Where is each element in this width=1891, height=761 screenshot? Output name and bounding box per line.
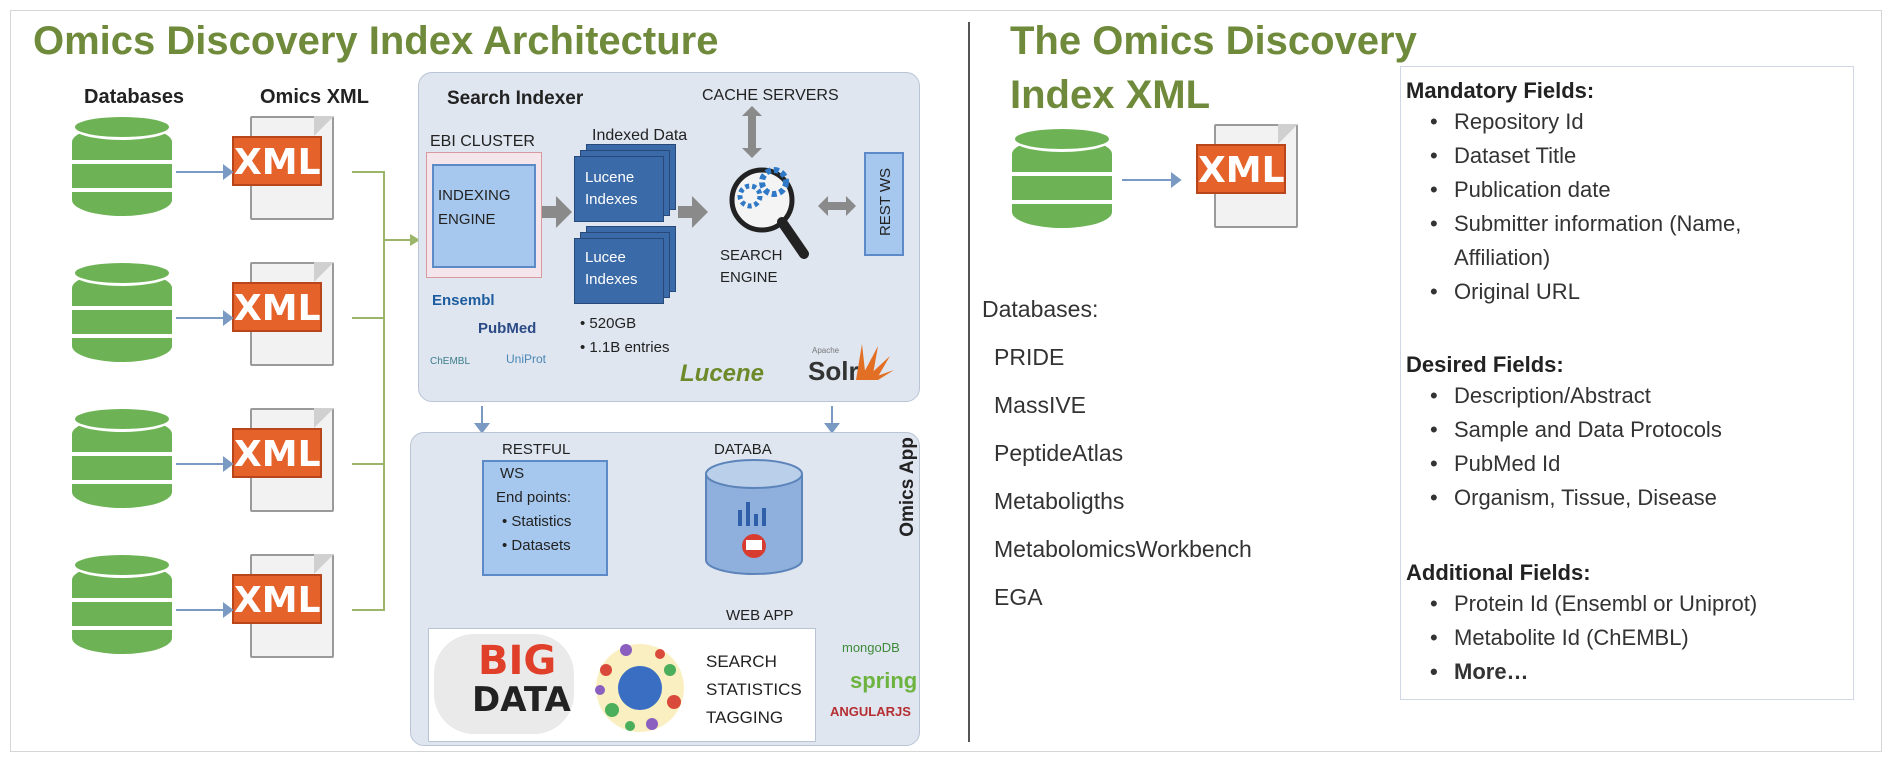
databases-column-header: Databases — [84, 86, 185, 108]
indexing-engine-label-2: ENGINE — [438, 211, 496, 228]
bubble-cluster-icon — [595, 644, 684, 732]
lucene-index-stack — [574, 156, 664, 222]
xml-document-icon: XML — [232, 408, 336, 516]
endpoint-statistics: • Statistics — [502, 513, 572, 530]
field-item: •Dataset Title — [1430, 143, 1577, 168]
index-size-label: • 520GB — [580, 315, 637, 332]
field-item: •PubMed Id — [1430, 451, 1561, 476]
database-name: PRIDE — [994, 344, 1065, 370]
xml-section-title-line1: The Omics Discovery — [1010, 19, 1417, 63]
lucee-index-stack — [574, 238, 664, 304]
database-name: PeptideAtlas — [994, 440, 1124, 466]
mongodb-logo: mongoDB — [842, 640, 900, 655]
search-engine-label-2: ENGINE — [720, 269, 778, 286]
xml-section-title-line2: Index XML — [1010, 73, 1211, 117]
endpoints-label: End points: — [496, 489, 572, 506]
database-label-1: DATABA — [714, 441, 772, 458]
database-name: EGA — [994, 584, 1043, 610]
database-cylinder-icon — [705, 459, 803, 575]
field-item: •Organism, Tissue, Disease — [1430, 485, 1717, 510]
lucee-indexes-label-1: Lucee — [585, 249, 626, 266]
mandatory-fields-heading: Mandatory Fields: — [1406, 78, 1595, 103]
xml-document-icon: XML — [232, 262, 336, 370]
feature-search: SEARCH — [706, 652, 777, 671]
field-item: •Submitter information (Name, — [1430, 211, 1742, 236]
spring-logo: spring — [850, 668, 918, 693]
indexed-data-label: Indexed Data — [592, 127, 688, 144]
database-name: Metaboligths — [994, 488, 1125, 514]
field-item: •Original URL — [1430, 279, 1580, 304]
endpoint-datasets: • Datasets — [502, 537, 571, 554]
rest-ws-label: REST WS — [877, 167, 895, 237]
web-app-label: WEB APP — [726, 607, 794, 624]
feature-statistics: STATISTICS — [706, 680, 802, 699]
search-engine-icon — [729, 167, 809, 259]
fields-panel — [1400, 66, 1854, 700]
lucene-logo: Lucene — [680, 360, 765, 387]
additional-fields-heading: Additional Fields: — [1406, 560, 1591, 585]
lucene-indexes-label-1: Lucene — [585, 169, 635, 186]
field-item: •More… — [1430, 659, 1529, 684]
database-icon — [72, 406, 172, 518]
architecture-title: Omics Discovery Index Architecture — [33, 19, 719, 63]
database-name: MetabolomicsWorkbench — [994, 536, 1252, 562]
data-word: DATA — [472, 680, 571, 720]
database-icon — [72, 114, 172, 226]
feature-tagging: TAGGING — [706, 708, 784, 727]
xml-document-icon-right: XML — [1196, 124, 1300, 232]
field-item: Affiliation) — [1454, 245, 1551, 270]
database-name: MassIVE — [994, 392, 1087, 418]
pubmed-logo: PubMed — [478, 320, 537, 337]
cache-servers-label: CACHE SERVERS — [702, 87, 839, 104]
indexing-engine-label-1: INDEXING — [438, 187, 511, 204]
field-item: •Protein Id (Ensembl or Uniprot) — [1430, 591, 1758, 616]
apache-logo: Apache — [812, 346, 840, 355]
angularjs-logo: ANGULARJS — [830, 704, 911, 719]
uniprot-logo: UniProt — [506, 352, 547, 366]
restful-label: RESTFUL — [502, 441, 571, 458]
field-item: •Description/Abstract — [1430, 383, 1651, 408]
field-item: •Metabolite Id (ChEMBL) — [1430, 625, 1689, 650]
big-data-wordcloud — [434, 634, 574, 734]
database-icon — [72, 552, 172, 664]
omics-xml-column-header: Omics XML — [260, 86, 369, 108]
lucene-indexes-label-2: Indexes — [585, 191, 638, 208]
chembl-logo: ChEMBL — [430, 356, 471, 367]
search-indexer-title: Search Indexer — [447, 88, 584, 109]
field-item: •Publication date — [1430, 177, 1611, 202]
index-entries-label: • 1.1B entries — [580, 339, 670, 356]
big-word: BIG — [478, 638, 557, 684]
databases-list-label: Databases: — [982, 296, 1099, 322]
restful-ws-box — [482, 460, 608, 576]
indexing-engine-box — [432, 164, 536, 268]
ensembl-logo: Ensembl — [432, 292, 495, 309]
solr-sunburst-icon — [856, 344, 894, 380]
ws-label: WS — [500, 465, 525, 482]
database-icon-right — [1012, 126, 1112, 238]
solr-logo: Solr — [808, 356, 859, 386]
rest-ws-box — [864, 152, 904, 256]
database-icon — [72, 260, 172, 372]
field-item: •Sample and Data Protocols — [1430, 417, 1722, 442]
xml-document-icon: XML — [232, 116, 336, 224]
omics-app-title: Omics App — [896, 437, 918, 537]
search-engine-label-1: SEARCH — [720, 247, 783, 264]
xml-document-icon: XML — [232, 554, 336, 662]
section-divider — [968, 22, 970, 742]
desired-fields-heading: Desired Fields: — [1406, 352, 1564, 377]
field-item: •Repository Id — [1430, 109, 1584, 134]
ebi-cluster-label: EBI CLUSTER — [430, 133, 535, 150]
lucee-indexes-label-2: Indexes — [585, 271, 638, 288]
